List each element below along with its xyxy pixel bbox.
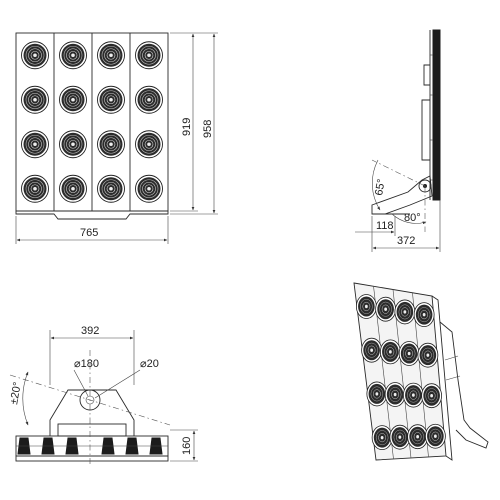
side-view: 65° 80° 118 372 xyxy=(355,29,441,252)
front-lamp xyxy=(97,174,125,203)
front-inner-height-label: 919 xyxy=(181,118,193,136)
iso-lamp xyxy=(389,424,411,450)
side-depth-label: 372 xyxy=(397,235,415,247)
front-lamp xyxy=(135,130,163,159)
iso-lamp xyxy=(413,302,435,328)
side-angle-upper-label: 65° xyxy=(373,178,388,196)
front-lamp xyxy=(59,85,87,114)
iso-rear-bracket xyxy=(439,321,489,449)
side-angle-arc-upper xyxy=(371,159,381,211)
bottom-bracket-width-label: 392 xyxy=(81,325,99,337)
side-driver-box xyxy=(421,99,430,161)
side-angle-lower-label: 80° xyxy=(404,212,421,224)
iso-lamp xyxy=(407,424,429,450)
front-lamp xyxy=(59,41,87,70)
bottom-hole-large-label: ⌀180 xyxy=(74,358,99,370)
iso-view xyxy=(353,282,489,461)
front-lamp xyxy=(21,130,49,159)
iso-lamp xyxy=(361,337,383,363)
iso-lamp xyxy=(421,383,443,409)
front-lamp xyxy=(97,85,125,114)
front-lamp xyxy=(59,130,87,159)
front-lamp xyxy=(59,174,87,203)
iso-lamp xyxy=(402,382,424,408)
bottom-yoke-bracket xyxy=(49,389,135,436)
front-lamp xyxy=(97,41,125,70)
bottom-view: 392 ⌀180 ⌀20 ±20° 160 xyxy=(8,325,198,465)
iso-lamp xyxy=(424,423,446,449)
iso-lamp xyxy=(417,342,439,368)
front-bottom-bracket xyxy=(15,210,169,220)
bottom-tilt-arc xyxy=(22,371,29,426)
front-lamp xyxy=(21,85,49,114)
iso-lamp xyxy=(379,339,401,365)
bottom-height-label: 160 xyxy=(181,437,193,455)
bottom-tilt-label: ±20° xyxy=(8,381,24,405)
iso-lamp xyxy=(371,425,393,451)
front-view: 765 919 958 xyxy=(15,32,218,244)
iso-lamp xyxy=(355,293,377,319)
side-offset-label: 118 xyxy=(376,220,394,232)
iso-lamp xyxy=(366,381,388,407)
iso-lamp xyxy=(394,299,416,325)
side-top-clip xyxy=(423,64,430,86)
front-width-label: 765 xyxy=(80,227,98,239)
side-angle-arc-lower xyxy=(391,213,427,225)
iso-lamp xyxy=(375,296,397,322)
front-lamp xyxy=(97,130,125,159)
front-lamp xyxy=(135,85,163,114)
front-column-dividers xyxy=(53,33,131,211)
front-lamp xyxy=(21,41,49,70)
front-outer-height-label: 958 xyxy=(202,120,214,138)
iso-lamp xyxy=(384,382,406,408)
front-lamp xyxy=(135,41,163,70)
front-lamp xyxy=(21,174,49,203)
bottom-hole-small-label: ⌀20 xyxy=(140,358,159,370)
iso-lamp xyxy=(398,341,420,367)
front-lamp xyxy=(135,174,163,203)
side-panel-body xyxy=(432,29,441,201)
